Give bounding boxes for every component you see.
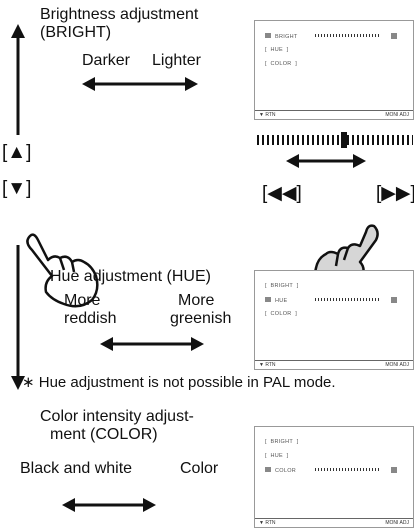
pointing-hand-icon <box>26 233 99 308</box>
slider-thumb <box>341 132 347 148</box>
brightness-right-label: Lighter <box>152 52 201 69</box>
level-slider <box>257 132 413 148</box>
down-button[interactable]: [▼] <box>2 178 32 199</box>
hue-pal-note: ∗ Hue adjustment is not possible in PAL … <box>22 374 336 391</box>
bright-bar <box>315 34 379 37</box>
forward-button[interactable]: [▶▶] <box>376 183 414 204</box>
osd-panel-color: [ BRIGHT ] [ HUE ] COLOR ▼ RTN MONI ADJ <box>254 426 414 528</box>
panel-footer: ▼ RTN MONI ADJ <box>255 110 413 119</box>
osd-panel-bright: BRIGHT [ HUE ] [ COLOR ] ▼ RTN MONI ADJ <box>254 20 414 120</box>
hue-bar <box>315 298 379 301</box>
color-bar <box>315 468 379 471</box>
color-left-label: Black and white <box>20 460 133 477</box>
hue-left-line1: More <box>64 292 101 309</box>
hue-right-line1: More <box>178 292 215 309</box>
color-title: Color intensity adjust- <box>40 408 194 425</box>
color-subtitle: ment (COLOR) <box>50 426 158 443</box>
brightness-left-label: Darker <box>82 52 131 69</box>
hue-title: Hue adjustment (HUE) <box>50 268 211 285</box>
menu-item-color: COLOR <box>270 61 292 67</box>
rewind-button[interactable]: [◀◀] <box>262 183 302 204</box>
brightness-title: Brightness adjustment <box>40 6 199 23</box>
menu-item-hue: HUE <box>270 47 283 53</box>
menu-item-bright: BRIGHT <box>275 34 298 40</box>
up-button[interactable]: [▲] <box>2 142 32 163</box>
color-right-label: Color <box>180 460 219 477</box>
hue-right-line2: greenish <box>170 310 232 327</box>
brightness-subtitle: (BRIGHT) <box>40 24 112 41</box>
osd-panel-hue: [ BRIGHT ] HUE [ COLOR ] ▼ RTN MONI ADJ <box>254 270 414 370</box>
hue-left-line2: reddish <box>64 310 117 327</box>
